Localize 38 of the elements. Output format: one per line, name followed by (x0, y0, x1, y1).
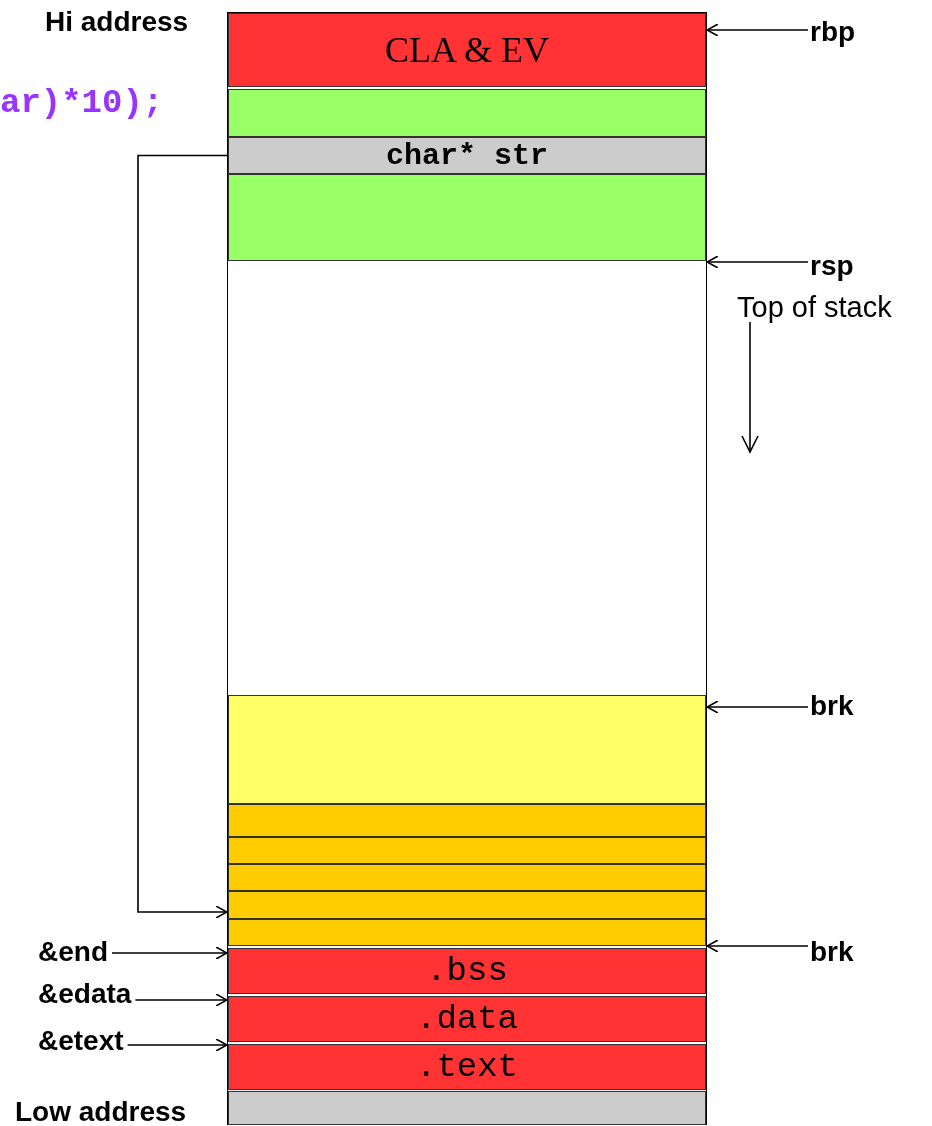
arrow (706, 939, 809, 953)
memory-segment (228, 89, 706, 137)
arrow (111, 946, 228, 960)
heap-segment (228, 695, 706, 804)
memory-segment (228, 996, 706, 1042)
variable-name: char* str (386, 140, 548, 171)
memory-segment (228, 13, 706, 87)
register-label: rbp (810, 18, 856, 46)
address-label: Low address (15, 1098, 187, 1126)
heap-block (228, 919, 706, 946)
arrow (134, 993, 228, 1007)
pointer-arrow (137, 154, 228, 919)
memory-segment (228, 1091, 706, 1125)
memory-segment (228, 1044, 706, 1090)
address-symbol: &edata (38, 980, 132, 1008)
heap-block (228, 804, 706, 837)
heap-block (228, 837, 706, 864)
variable-slot (228, 137, 706, 174)
arrow (706, 23, 809, 37)
memory-segment (228, 948, 706, 994)
heap-block (228, 891, 706, 919)
register-label: rsp (810, 252, 854, 280)
arrow (706, 255, 809, 269)
note-text: Top of stack (737, 293, 892, 322)
segment-label: .bss (426, 954, 508, 988)
segment-label: CLA & EV (385, 32, 549, 68)
register-label: brk (810, 692, 854, 720)
segment-label: .text (416, 1050, 518, 1084)
memory-segment (228, 174, 706, 261)
address-label: Hi address (45, 8, 189, 36)
segment-label: .data (416, 1002, 518, 1036)
code-fragment: ar)*10); (0, 86, 164, 120)
arrow (126, 1038, 228, 1052)
arrow (706, 700, 809, 714)
address-symbol: &end (38, 938, 108, 966)
register-label: brk (810, 938, 854, 966)
address-symbol: &etext (38, 1027, 124, 1055)
heap-block (228, 864, 706, 891)
